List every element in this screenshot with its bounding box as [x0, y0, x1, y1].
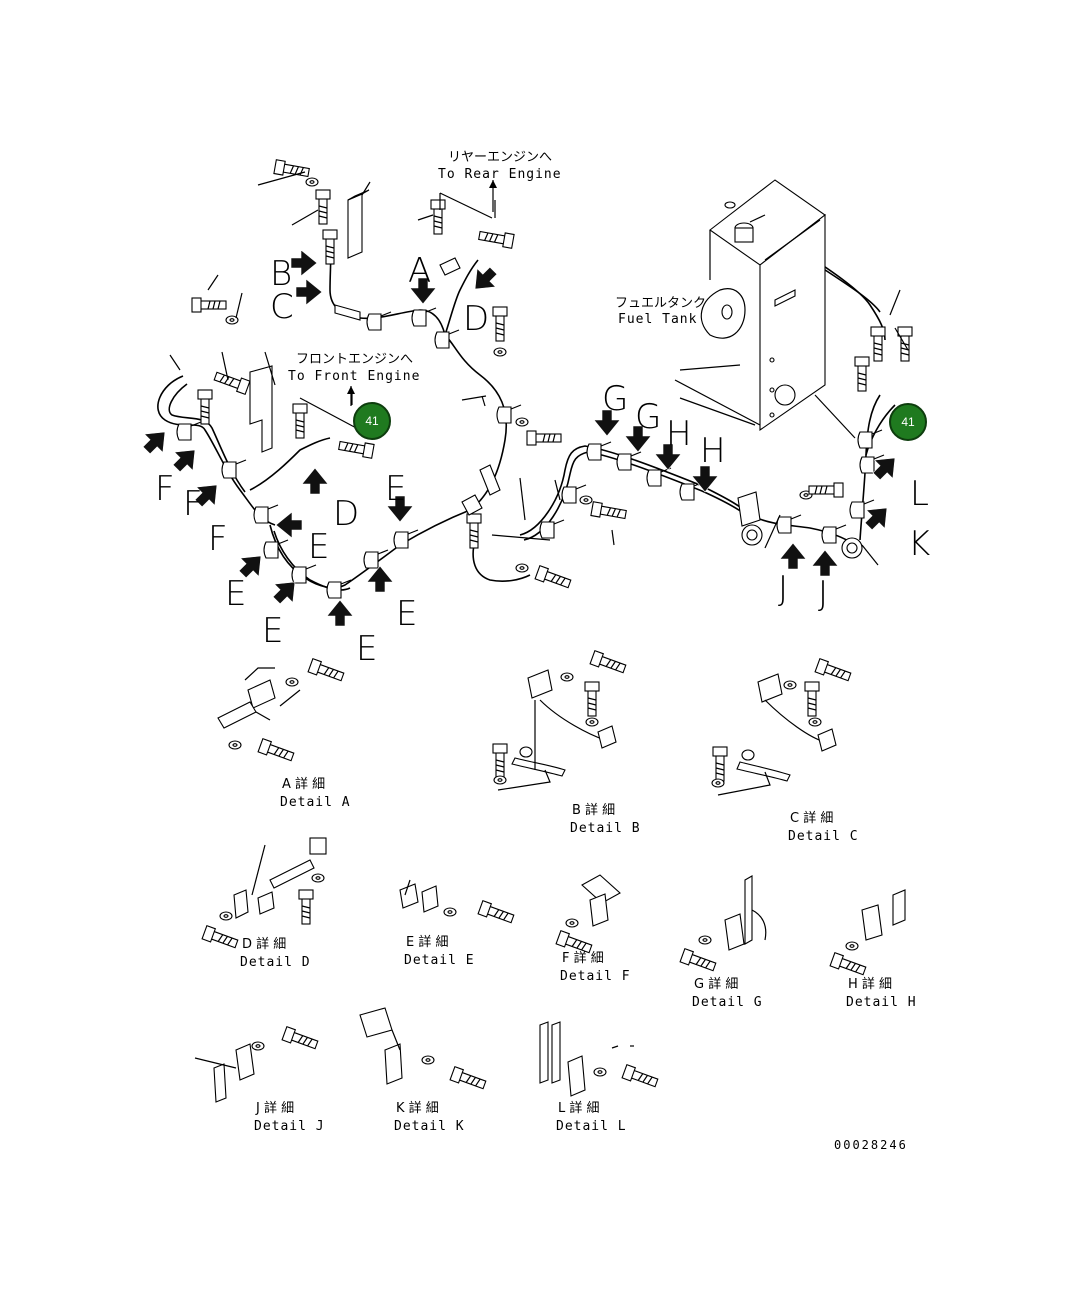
detail-e-jp: E 詳 細: [406, 934, 448, 950]
callout-e: E: [308, 527, 329, 567]
view-arrow-j-icon: [811, 549, 839, 577]
detail-e-en: Detail E: [404, 953, 475, 968]
view-arrow-b-icon: [290, 249, 318, 277]
destination-labels: リヤーエンジンへ To Rear Engine フロントエンジンへ To Fro…: [288, 150, 706, 406]
detail-a-en: Detail A: [280, 795, 351, 810]
detail-b-drawing: [492, 650, 628, 791]
drawing-code: 00028246: [834, 1138, 908, 1152]
leader-lines: [169, 171, 909, 566]
callout-h: H: [700, 431, 726, 471]
detail-c-drawing: [711, 658, 853, 796]
detail-k-en: Detail K: [394, 1119, 465, 1134]
detail-l-jp: L 詳 細: [558, 1100, 600, 1116]
detail-c-jp: C 詳 細: [790, 810, 833, 826]
detail-b-en: Detail B: [570, 821, 641, 836]
detail-l-drawing: [539, 1021, 660, 1097]
detail-g-jp: G 詳 細: [694, 976, 738, 992]
view-arrow-d-icon: [301, 467, 329, 495]
callout-j: J: [778, 569, 788, 609]
fuel-tank-en: Fuel Tank: [618, 312, 697, 327]
detail-captions: A 詳 細 Detail A B 詳 細 Detail B C 詳 細 Deta…: [240, 776, 917, 1134]
connector-blocks: [249, 189, 863, 559]
front-engine-jp: フロントエンジンへ: [296, 352, 413, 367]
callout-f: F: [208, 519, 228, 559]
callout-c: C: [270, 287, 294, 327]
rear-engine-jp: リヤーエンジンへ: [448, 150, 552, 165]
detail-c-en: Detail C: [788, 829, 859, 844]
detail-j-jp: J 詳 細: [255, 1100, 294, 1116]
detail-d-en: Detail D: [240, 955, 311, 970]
badge-label: 41: [365, 414, 379, 428]
front-engine-en: To Front Engine: [288, 369, 420, 384]
callout-e: E: [262, 611, 283, 651]
detail-h-en: Detail H: [846, 995, 917, 1010]
detail-f-drawing: [555, 874, 621, 957]
detail-g-drawing: [679, 875, 767, 975]
view-arrow-e-icon: [275, 511, 303, 539]
detail-a-drawing: [217, 658, 346, 765]
callout-j: J: [818, 574, 828, 614]
callout-a: A: [408, 251, 431, 291]
detail-a-jp: A 詳 細: [282, 776, 325, 792]
view-arrow-j-icon: [779, 542, 807, 570]
detail-k-drawing: [359, 1007, 488, 1093]
detail-k-jp: K 詳 細: [396, 1100, 439, 1116]
callout-e: E: [225, 574, 246, 614]
callout-f: F: [155, 469, 175, 509]
rear-engine-en: To Rear Engine: [438, 167, 562, 182]
callout-g: G: [602, 379, 628, 419]
callout-d: D: [463, 299, 489, 339]
callout-d: D: [333, 494, 359, 534]
fuel-tank: [674, 179, 826, 432]
view-arrow-e-icon: [366, 565, 394, 593]
detail-f-en: Detail F: [560, 969, 631, 984]
callout-f: F: [183, 484, 203, 524]
view-arrow-d-icon: [465, 261, 503, 299]
view-arrow-f-icon: [137, 422, 175, 460]
detail-j-drawing: [194, 1026, 320, 1103]
badge-label: 41: [901, 415, 915, 429]
detail-j-en: Detail J: [254, 1119, 325, 1134]
callout-letters: B C A D F F F D E E E E E E G G H H J J …: [155, 251, 930, 669]
detail-l-en: Detail L: [556, 1119, 627, 1134]
callout-l: L: [910, 474, 929, 514]
detail-d-drawing: [201, 837, 327, 952]
view-arrow-k-icon: [859, 498, 897, 536]
detail-e-drawing: [399, 879, 516, 927]
callout-e: E: [356, 629, 377, 669]
callout-g: G: [635, 397, 661, 437]
detail-f-jp: F 詳 細: [562, 950, 604, 966]
view-arrow-c-icon: [295, 278, 323, 306]
detail-h-drawing: [829, 889, 906, 979]
reference-badge[interactable]: 41: [353, 402, 391, 440]
detail-h-jp: H 詳 細: [848, 976, 892, 992]
callout-e: E: [396, 594, 417, 634]
fuel-tank-jp: フュエルタンク: [615, 296, 706, 311]
callout-b: B: [270, 254, 292, 294]
detail-d-jp: D 詳 細: [242, 936, 286, 952]
detail-g-en: Detail G: [692, 995, 763, 1010]
reference-badge[interactable]: 41: [889, 403, 927, 441]
callout-h: H: [666, 414, 692, 454]
detail-b-jp: B 詳 細: [572, 802, 615, 818]
callout-k: K: [908, 524, 930, 564]
view-arrow-e-icon: [326, 599, 354, 627]
callout-e: E: [385, 469, 406, 509]
